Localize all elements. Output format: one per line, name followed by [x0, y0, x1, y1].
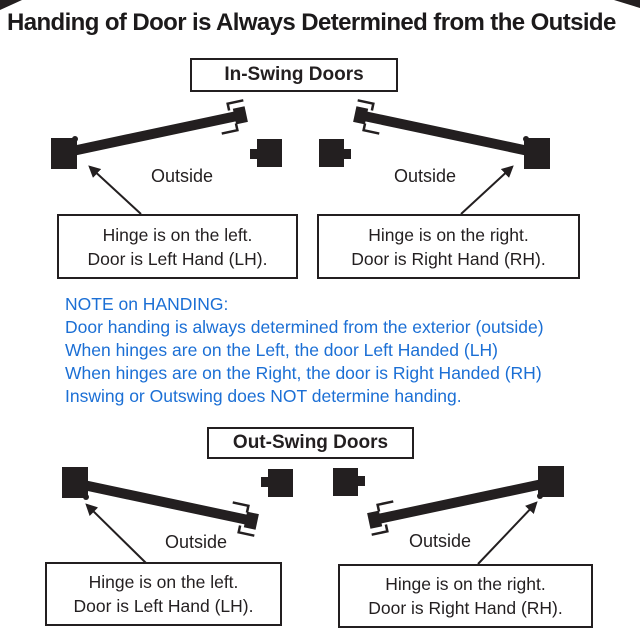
- out-swing-left-caption-box: Hinge is on the left. Door is Left Hand …: [45, 562, 282, 626]
- outside-label: Outside: [408, 531, 472, 551]
- caption-line: Door is Right Hand (RH).: [351, 248, 546, 269]
- arrow-to-left-hinge-icon: [88, 165, 142, 215]
- note-line: When hinges are on the Left, the door Le…: [65, 340, 498, 360]
- note-line: Door handing is always determined from t…: [65, 317, 544, 337]
- note-heading: NOTE on HANDING:: [65, 294, 229, 314]
- out-swing-heading-label: Out-Swing Doors: [232, 432, 389, 453]
- out-swing-right-caption-box: Hinge is on the right. Door is Right Han…: [338, 564, 593, 628]
- caption-line: Hinge is on the left.: [102, 224, 253, 245]
- page-title: Handing of Door is Always Determined fro…: [7, 9, 616, 36]
- caption-line: Door is Left Hand (LH).: [87, 248, 268, 269]
- in-swing-right-door-icon: [317, 99, 552, 171]
- out-swing-right-door-icon: [331, 464, 566, 536]
- handing-note: NOTE on HANDING: Door handing is always …: [65, 293, 544, 408]
- in-swing-right-caption-box: Hinge is on the right. Door is Right Han…: [317, 214, 580, 279]
- caption-line: Hinge is on the left.: [88, 572, 239, 592]
- note-line: Inswing or Outswing does NOT determine h…: [65, 386, 462, 406]
- note-line: When hinges are on the Right, the door i…: [65, 363, 542, 383]
- caption-line: Hinge is on the right.: [368, 224, 529, 245]
- outside-label: Outside: [393, 166, 457, 186]
- out-swing-left-door-icon: [60, 465, 295, 537]
- arrow-to-left-hinge-icon: [85, 503, 147, 564]
- caption-line: Door is Right Hand (RH).: [368, 598, 563, 618]
- caption-line: Door is Left Hand (LH).: [73, 596, 254, 616]
- outside-label: Outside: [150, 166, 214, 186]
- in-swing-heading-label: In-Swing Doors: [224, 64, 364, 85]
- in-swing-left-caption-box: Hinge is on the left. Door is Left Hand …: [57, 214, 298, 279]
- caption-line: Hinge is on the right.: [385, 574, 546, 594]
- arrow-to-right-hinge-icon: [460, 165, 514, 215]
- outside-label: Outside: [164, 532, 228, 552]
- out-swing-section-heading: Out-Swing Doors: [207, 427, 414, 459]
- corner-mark-icon: [614, 0, 640, 8]
- arrow-to-right-hinge-icon: [477, 501, 538, 565]
- out-swing-doors-drawing: [60, 464, 566, 565]
- corner-mark-icon: [0, 0, 22, 10]
- in-swing-left-door-icon: [49, 99, 284, 171]
- in-swing-doors-drawing: [49, 99, 552, 215]
- in-swing-section-heading: In-Swing Doors: [190, 58, 398, 92]
